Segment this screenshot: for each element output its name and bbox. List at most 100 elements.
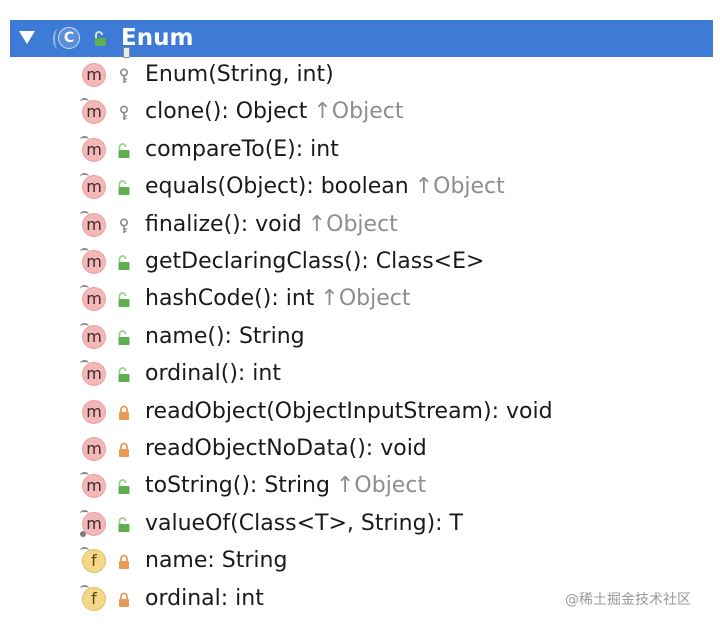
kind-icon-letter: f xyxy=(91,588,97,608)
key-icon xyxy=(119,68,129,83)
key-icon xyxy=(119,218,129,233)
tree-item-label: valueOf(Class<T>, String): T xyxy=(145,511,463,537)
tree-item-label: compareTo(E): int xyxy=(145,137,339,163)
method-icon: m xyxy=(80,248,106,274)
tree-item-label: clone(): Object↑Object xyxy=(145,99,403,125)
inherited-from-label: ↑Object xyxy=(414,174,505,200)
tree-item-label: finalize(): void↑Object xyxy=(145,212,398,238)
member-signature: toString(): String xyxy=(145,473,330,499)
unlocked-lock-icon xyxy=(118,292,130,308)
member-signature: Enum(String, int) xyxy=(145,62,334,87)
kind-icon-letter: m xyxy=(86,102,102,122)
kind-icon-letter: m xyxy=(86,326,102,346)
kind-icon-letter: m xyxy=(86,439,102,458)
kind-icon-letter: m xyxy=(86,177,102,197)
tree-item-label: ordinal: int xyxy=(145,586,264,612)
member-signature: getDeclaringClass(): Class<E> xyxy=(145,249,485,274)
field-icon: f xyxy=(80,584,106,611)
locked-lock-icon xyxy=(119,442,129,457)
kind-icon-letter: f xyxy=(91,551,97,571)
tree-item-label: getDeclaringClass(): Class<E> xyxy=(145,249,484,275)
tree-item-label: name(): String xyxy=(145,324,305,350)
tree-item-method[interactable]: m name(): String xyxy=(0,319,720,356)
method-icon: m xyxy=(80,210,106,237)
tree-item-label: hashCode(): int↑Object xyxy=(145,286,411,312)
tree-item-method[interactable]: m compareTo(E): int xyxy=(0,132,720,169)
method-icon: m xyxy=(82,63,106,87)
inherited-from-label: ↑Object xyxy=(307,211,398,237)
tree-node-enum-class[interactable]: C Enum xyxy=(10,20,713,58)
member-signature: name(): String xyxy=(145,323,305,349)
unlocked-lock-icon xyxy=(95,31,106,46)
kind-icon-letter: m xyxy=(86,513,102,533)
method-icon: m xyxy=(80,173,106,200)
tree-item-field[interactable]: f name: String xyxy=(0,543,720,580)
inherited-from-label: ↑Object xyxy=(313,99,404,125)
unlocked-lock-icon xyxy=(118,329,130,345)
member-signature: ordinal: int xyxy=(145,585,264,611)
kind-icon-letter: m xyxy=(86,65,102,84)
method-icon: m xyxy=(80,98,106,125)
tree-item-method[interactable]: m Enum(String, int) xyxy=(0,57,720,94)
tree-item-field[interactable]: f ordinal: int xyxy=(0,581,720,618)
method-icon: m xyxy=(80,509,106,537)
unlocked-lock-icon xyxy=(118,367,130,383)
watermark: @稀土掘金技术社区 xyxy=(565,592,691,608)
inherited-from-label: ↑Object xyxy=(335,473,427,499)
member-signature: name: String xyxy=(145,548,288,574)
member-signature: hashCode(): int xyxy=(145,286,315,312)
tree-item-method[interactable]: m readObjectNoData(): void xyxy=(0,431,720,468)
kind-icon-letter: m xyxy=(86,476,102,496)
field-icon: f xyxy=(80,547,106,574)
kind-icon-letter: m xyxy=(86,364,102,384)
member-signature: readObjectNoData(): void xyxy=(145,436,427,461)
locked-lock-icon xyxy=(119,554,129,570)
tree-item-label: toString(): String↑Object xyxy=(145,473,426,499)
tree-item-method[interactable]: m hashCode(): int↑Object xyxy=(0,281,720,318)
kind-icon-letter: m xyxy=(86,289,102,309)
class-icon-letter: C xyxy=(63,30,75,46)
unlocked-lock-icon xyxy=(118,180,130,196)
member-signature: equals(Object): boolean xyxy=(145,174,409,200)
unlocked-lock-icon xyxy=(118,516,130,532)
tree-item-method[interactable]: m readObject(ObjectInputStream): void xyxy=(0,394,720,431)
member-signature: compareTo(E): int xyxy=(145,136,339,162)
tree-item-label: Enum(String, int) xyxy=(145,62,334,88)
tree-item-method[interactable]: m clone(): Object↑Object xyxy=(0,94,720,131)
kind-icon-letter: m xyxy=(86,401,102,421)
class-icon: C xyxy=(53,27,130,58)
member-signature: valueOf(Class<T>, String): T xyxy=(145,510,463,536)
tree-item-label: name: String xyxy=(145,548,287,574)
kind-icon-letter: m xyxy=(86,252,102,271)
member-signature: clone(): Object xyxy=(145,99,308,125)
tree-item-method[interactable]: m toString(): String↑Object xyxy=(0,468,720,505)
expand-arrow-icon[interactable] xyxy=(19,31,35,44)
class-title: Enum xyxy=(121,25,194,51)
tree-item-label: readObjectNoData(): void xyxy=(145,436,427,462)
method-icon: m xyxy=(80,360,106,387)
tree-item-method[interactable]: m ordinal(): int xyxy=(0,356,720,393)
method-icon: m xyxy=(80,472,106,499)
unlocked-lock-icon xyxy=(118,142,130,158)
method-icon: m xyxy=(80,322,106,349)
member-signature: ordinal(): int xyxy=(145,361,281,387)
inherited-from-label: ↑Object xyxy=(320,286,411,312)
kind-icon-letter: m xyxy=(86,139,102,159)
method-icon: m xyxy=(80,135,106,162)
member-signature: readObject(ObjectInputStream): void xyxy=(145,398,553,424)
tree-item-method[interactable]: m equals(Object): boolean↑Object xyxy=(0,169,720,206)
tree-item-label: equals(Object): boolean↑Object xyxy=(145,174,505,200)
locked-lock-icon xyxy=(119,405,129,420)
unlocked-lock-icon xyxy=(118,479,130,495)
method-icon: m xyxy=(82,437,106,461)
key-icon xyxy=(119,105,129,121)
tree-item-method[interactable]: m valueOf(Class<T>, String): T xyxy=(0,506,720,543)
tree-item-method[interactable]: m getDeclaringClass(): Class<E> xyxy=(0,244,720,281)
locked-lock-icon xyxy=(119,592,129,607)
tree-item-method[interactable]: m finalize(): void↑Object xyxy=(0,207,720,244)
kind-icon-letter: m xyxy=(86,214,102,234)
method-icon: m xyxy=(80,285,106,312)
member-signature: finalize(): void xyxy=(145,211,302,237)
tree-item-label: ordinal(): int xyxy=(145,361,281,387)
unlocked-lock-icon xyxy=(118,255,130,270)
